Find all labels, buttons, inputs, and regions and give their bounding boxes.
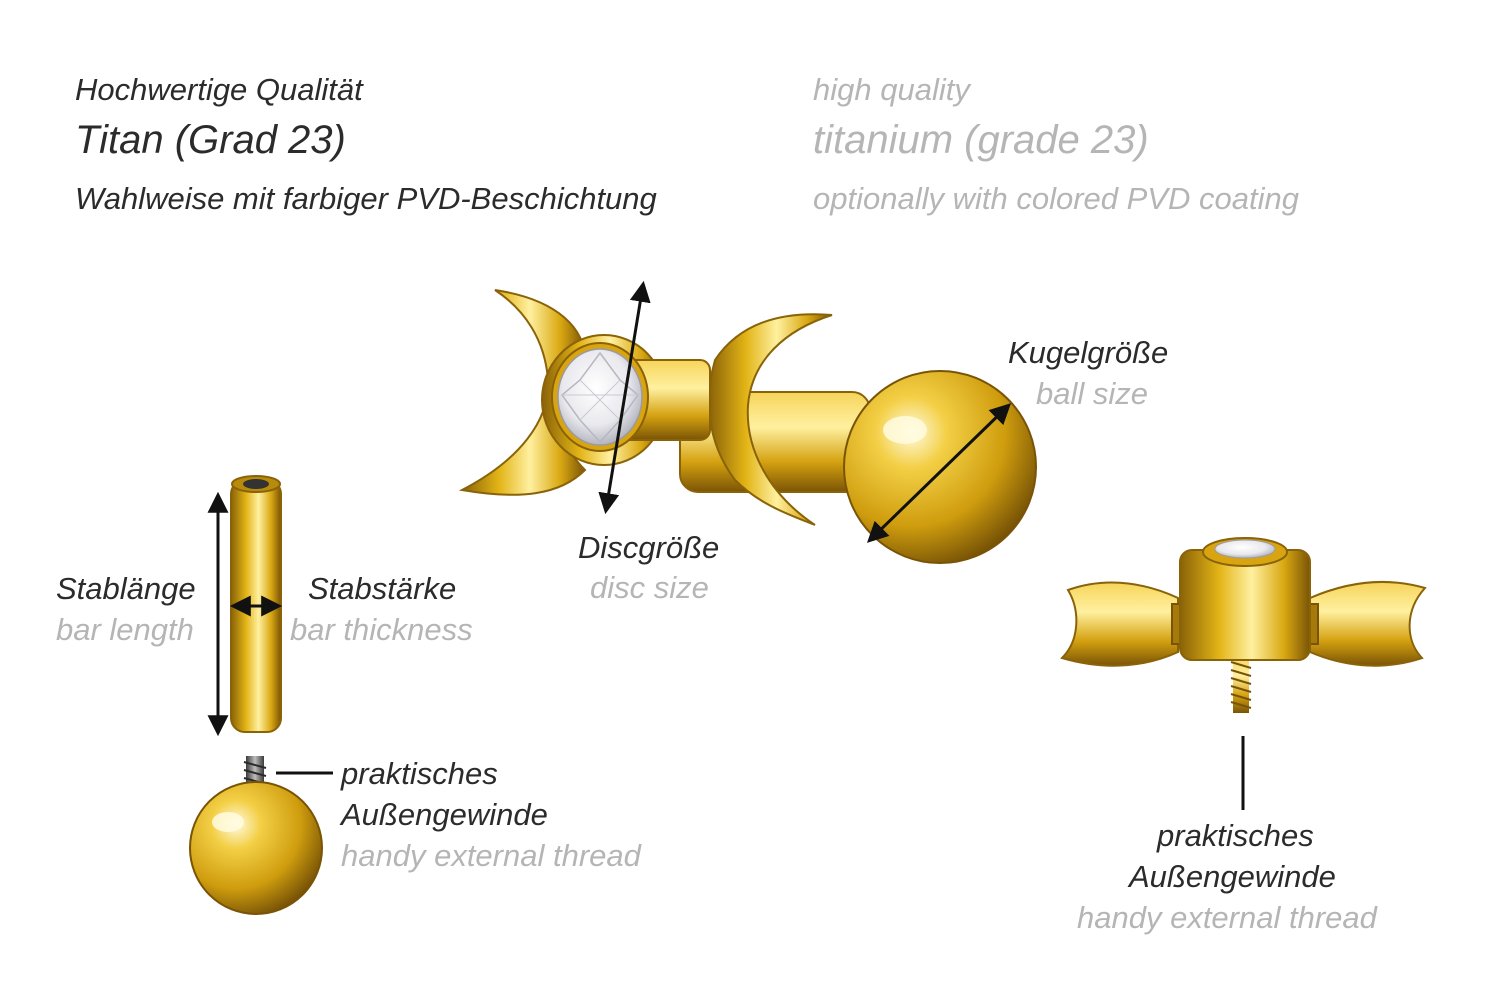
header-quality-en: high quality bbox=[813, 72, 970, 107]
header-material-de: Titan (Grad 23) bbox=[75, 118, 346, 162]
thread-left-label-de-2: Außengewinde bbox=[341, 797, 548, 832]
header-material-en: titanium (grade 23) bbox=[813, 118, 1149, 162]
ball-size-label-de: Kugelgröße bbox=[1008, 335, 1169, 370]
bar-thickness-label-de: Stabstärke bbox=[308, 571, 457, 606]
header-coating-en: optionally with colored PVD coating bbox=[813, 181, 1299, 216]
thread-right-label-en: handy external thread bbox=[1077, 900, 1377, 935]
thread-right-label-de-2: Außengewinde bbox=[1129, 859, 1336, 894]
bar-thickness-label-en: bar thickness bbox=[290, 612, 473, 647]
thread-right-label-de-1: praktisches bbox=[1157, 818, 1314, 853]
header-quality-de: Hochwertige Qualität bbox=[75, 72, 363, 107]
disc-size-label-de: Discgröße bbox=[578, 530, 720, 565]
disc-size-label-en: disc size bbox=[590, 570, 709, 605]
thread-left-label-de-1: praktisches bbox=[341, 756, 498, 791]
ball-size-arrow bbox=[866, 403, 1012, 543]
header-coating-de: Wahlweise mit farbiger PVD-Beschichtung bbox=[75, 181, 657, 216]
threaded-ball-icon bbox=[189, 756, 323, 915]
disc-size-arrow bbox=[598, 280, 651, 515]
bar-length-label-en: bar length bbox=[56, 612, 194, 647]
thread-left-label-en: handy external thread bbox=[341, 838, 641, 873]
bar-length-label-de: Stablänge bbox=[56, 571, 196, 606]
top-piece-icon bbox=[1060, 537, 1427, 713]
bar-icon bbox=[230, 475, 282, 733]
main-jewelry-icon bbox=[458, 289, 1037, 564]
ball-size-label-en: ball size bbox=[1036, 376, 1148, 411]
